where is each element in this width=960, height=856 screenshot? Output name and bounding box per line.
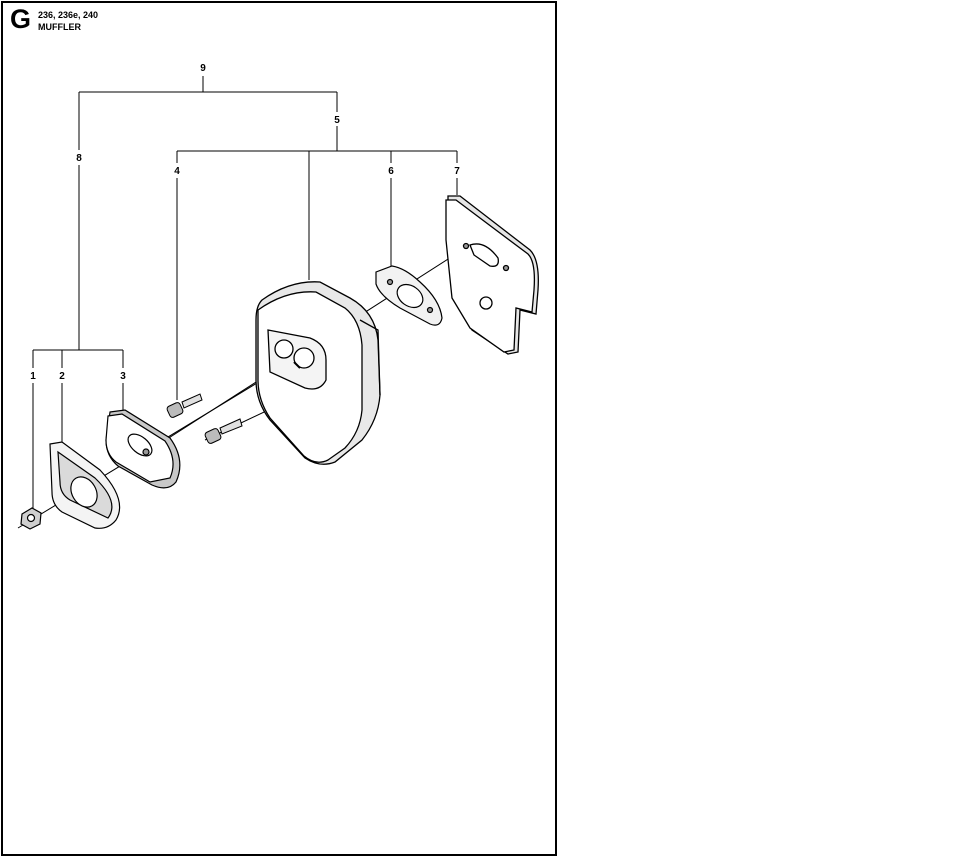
callout-4: 4 (174, 166, 180, 177)
callout-2: 2 (59, 371, 65, 382)
section-title: MUFFLER (38, 22, 81, 32)
screen-part (105, 409, 181, 489)
callout-6: 6 (388, 166, 394, 177)
muffler-body-part (255, 281, 381, 465)
heat-shield-part (445, 195, 539, 355)
screw-part-lower (204, 418, 243, 444)
cover-plate-part (49, 441, 121, 529)
callout-9: 9 (200, 63, 206, 74)
model-numbers: 236, 236e, 240 (38, 10, 99, 20)
section-letter: G (10, 4, 32, 34)
screw-part-upper (166, 393, 203, 418)
gasket-part (375, 265, 443, 326)
callout-8: 8 (76, 153, 82, 164)
callout-7: 7 (454, 166, 460, 177)
callout-1: 1 (30, 371, 36, 382)
bracket-5-legs (176, 151, 458, 280)
callout-5: 5 (334, 115, 340, 126)
bracket-9-legs (78, 92, 338, 150)
nut-part (20, 507, 42, 530)
callout-3: 3 (120, 371, 126, 382)
bracket-8-legs (32, 350, 124, 368)
